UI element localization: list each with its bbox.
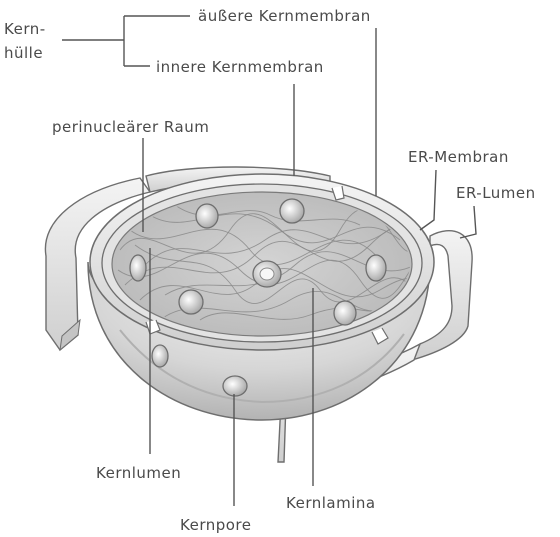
label-kernlumen: Kernlumen [96,464,181,482]
leader-lines [62,15,477,506]
pore-rim-6 [333,300,357,326]
pore-rim-5 [178,289,204,315]
label-kernlamina: Kernlamina [286,494,376,512]
pore-wall-1 [151,344,169,368]
pore-rim-2 [279,198,305,224]
nuclear-pores-wall [151,344,248,397]
label-er-membran: ER-Membran [408,148,509,166]
nuclear-pores-rim [129,198,387,326]
pore-rim-1 [195,203,219,229]
pore-rim-3 [129,254,147,282]
label-innere-kernmembran: innere Kernmembran [156,58,324,76]
nuclear-lamina-strands [117,204,410,321]
label-perinuclearer-raum: perinucleärer Raum [52,118,209,136]
pore-wall-2 [222,375,248,397]
pore-rim-4 [365,254,387,282]
label-kernpore: Kernpore [180,516,252,534]
label-kernhuelle-1: Kern- [4,20,46,38]
labels: Kern- hülle äußere Kernmembran innere Ke… [4,7,536,534]
label-aeussere-kernmembran: äußere Kernmembran [198,7,371,25]
label-er-lumen: ER-Lumen [456,184,536,202]
label-kernhuelle-2: hülle [4,44,43,62]
